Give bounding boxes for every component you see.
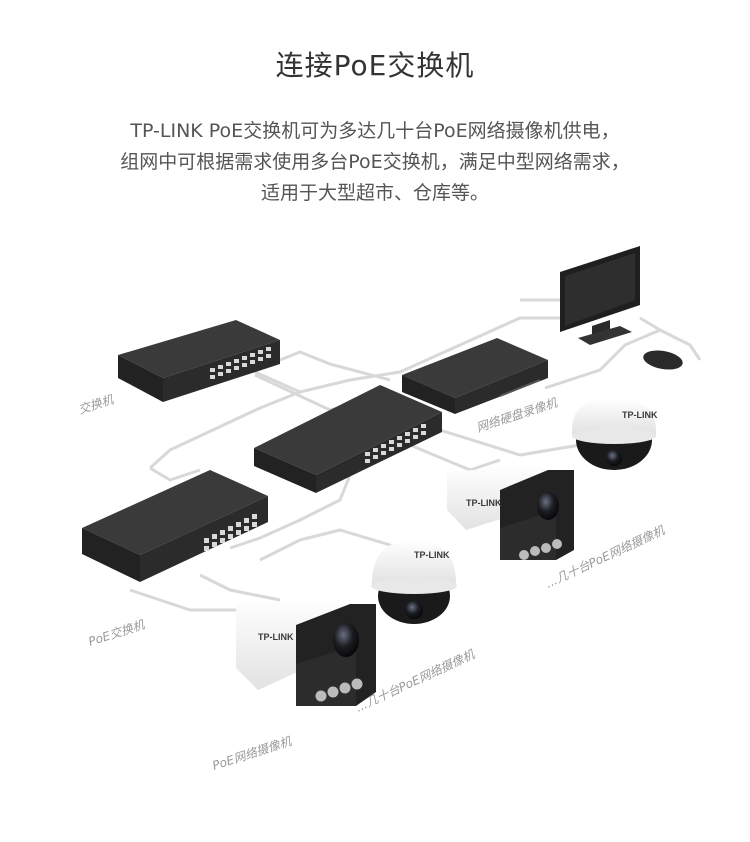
bullet-brand-left: TP-LINK (258, 632, 294, 642)
page-title: 连接PoE交换机 (275, 49, 475, 82)
description-line-3: 适用于大型超市、仓库等。 (260, 182, 489, 204)
poe-switch-device (82, 470, 268, 582)
poe-camera-label: PoE网络摄像机 (211, 734, 294, 773)
switch-device-middle (254, 385, 442, 493)
dome-brand-right: TP-LINK (622, 410, 658, 420)
poe-switch-label: PoE交换机 (87, 617, 148, 649)
description: TP-LINK PoE交换机可为多达几十台PoE网络摄像机供电， 组网中可根据需… (40, 116, 710, 209)
nvr-device (402, 338, 548, 414)
mouse-device (643, 350, 683, 370)
bullet-brand-right: TP-LINK (466, 498, 502, 508)
switch-device (118, 320, 280, 402)
dome-camera-left: TP-LINK (371, 540, 457, 624)
network-cables (129, 298, 702, 612)
bullet-camera-left: TP-LINK (236, 598, 376, 706)
dome-camera-right: TP-LINK (572, 398, 658, 470)
description-line-2: 组网中可根据需求使用多台PoE交换机，满足中型网络需求， (120, 151, 630, 173)
description-line-1: TP-LINK PoE交换机可为多达几十台PoE网络摄像机供电， (130, 120, 620, 142)
dome-brand-left: TP-LINK (414, 550, 450, 560)
monitor-device (560, 246, 640, 345)
switch-label: 交换机 (77, 392, 117, 417)
bullet-camera-right: TP-LINK (447, 465, 574, 560)
